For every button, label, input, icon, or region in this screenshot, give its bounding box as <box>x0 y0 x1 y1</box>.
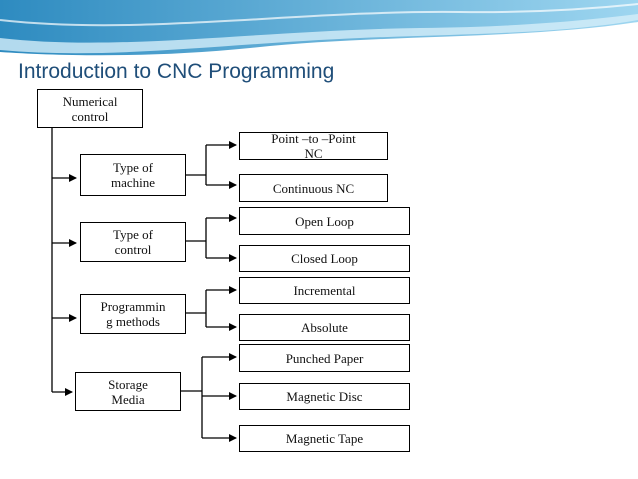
category-node: Type of machine <box>80 154 186 196</box>
leaf-node: Magnetic Tape <box>239 425 410 452</box>
leaf-node: Absolute <box>239 314 410 341</box>
category-node: Storage Media <box>75 372 181 411</box>
leaf-node: Magnetic Disc <box>239 383 410 410</box>
leaf-node: Open Loop <box>239 207 410 235</box>
leaf-node: Punched Paper <box>239 344 410 372</box>
leaf-node: Closed Loop <box>239 245 410 272</box>
leaf-node: Incremental <box>239 277 410 304</box>
leaf-node: Point –to –Point NC <box>239 131 388 161</box>
category-node: Type of control <box>80 222 186 262</box>
header-banner <box>0 0 638 60</box>
slide-title: Introduction to CNC Programming <box>18 60 335 83</box>
root-node: Numerical control <box>37 89 143 128</box>
category-node: Programmin g methods <box>80 294 186 334</box>
leaf-node: Continuous NC <box>239 174 388 202</box>
